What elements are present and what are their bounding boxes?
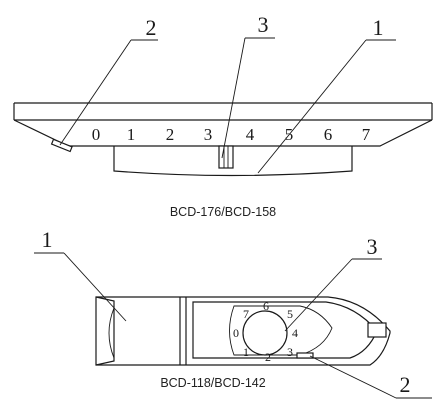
callout-label: 2 [146,15,157,40]
callout-leader-line [257,39,367,174]
scale-digit: 2 [166,125,175,144]
bottom-indicator-lamp [296,352,314,359]
unit-outer-body [95,296,391,366]
end-cap-recess [95,296,115,366]
temperature-slider-knob [218,145,234,169]
dial-digit: 3 [287,345,293,359]
scale-digit: 0 [92,125,101,144]
bottom-figure-caption: BCD-118/BCD-142 [160,376,265,390]
dial-digit: 5 [287,307,293,321]
callout-leader-line [221,37,246,159]
dial-digit: 2 [265,350,271,364]
dial-digit: 7 [243,307,249,321]
scale-digit: 3 [204,125,213,144]
scale-digit: 4 [246,125,255,144]
scale-digit: 7 [362,125,371,144]
dial-digit: 4 [292,326,298,340]
bottom-control-unit [95,296,391,366]
callout-leader-line [59,39,132,146]
bottom-callout-2: 2 [309,355,432,399]
dial-digit: 6 [263,299,269,313]
callout-label: 1 [42,227,53,252]
top-callout-3: 3 [221,12,275,159]
bottom-callout-3: 3 [284,234,382,332]
dial-digit: 0 [233,326,239,340]
bottom-callout-1: 1 [34,227,127,322]
top-figure-caption: BCD-176/BCD-158 [170,205,276,219]
end-cap-curve [108,307,115,359]
callout-leader-line [63,252,127,322]
bottom-dial-digits: 7 6 5 0 4 1 2 3 [233,299,298,364]
callout-leader-line [284,258,353,332]
panel-bottom-rail [113,146,353,177]
dial-digit: 1 [243,345,249,359]
dial-recess [229,305,333,356]
top-callout-2: 2 [59,15,158,146]
callout-label: 1 [373,15,384,40]
callout-leader-line [309,355,397,399]
top-callout-1: 1 [257,15,396,174]
callout-label: 3 [367,234,378,259]
scale-digit: 6 [324,125,333,144]
callout-label: 2 [400,372,411,397]
scale-digit: 1 [127,125,136,144]
top-scale-digits: 0 1 2 3 4 5 6 7 [92,125,371,144]
callout-label: 3 [258,12,269,37]
temperature-knob [242,310,288,356]
left-indicator-lamp [50,138,73,153]
right-side-tab [367,322,387,338]
